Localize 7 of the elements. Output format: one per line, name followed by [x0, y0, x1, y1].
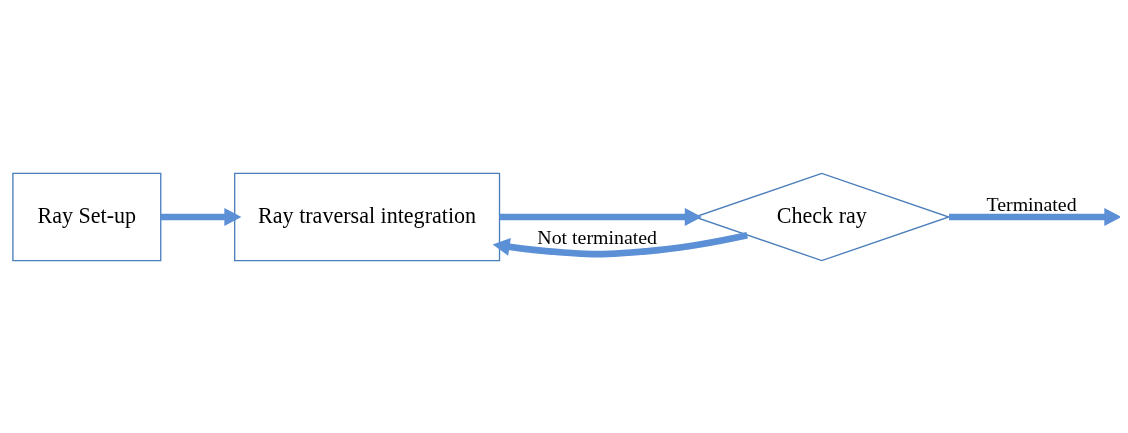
arrow: [161, 207, 242, 226]
arrow: [499, 207, 702, 226]
edge-label: Not terminated: [537, 225, 658, 248]
edge-label: Terminated: [986, 192, 1077, 215]
arrow: [492, 231, 748, 257]
node-box: Ray Set-up: [12, 172, 162, 261]
node-box: Ray traversal integration: [234, 172, 501, 261]
